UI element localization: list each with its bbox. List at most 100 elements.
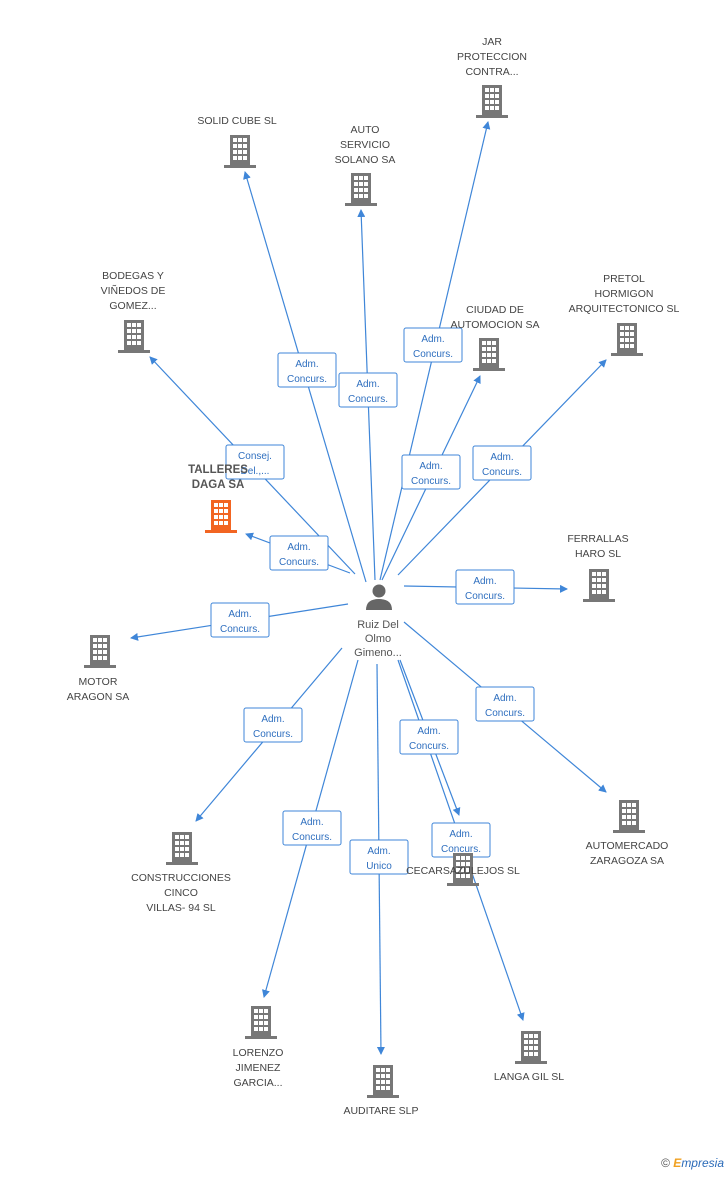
edge-label-box [401, 454, 461, 490]
edge-label-bodegas[interactable]: Consej. Del.,... [225, 444, 285, 480]
company-node-pretol[interactable]: PRETOL HORMIGON ARQUITECTONICO SL [569, 273, 680, 356]
edge-label-text: Adm. [417, 726, 440, 737]
edge-label-text: Concurs. [279, 557, 319, 568]
edge-label-text: Adm. [300, 817, 323, 828]
company-name-line: ARAGON SA [67, 691, 129, 703]
company-name-line: AUTO [351, 124, 380, 136]
building-icon [224, 135, 256, 168]
edge-label-jar[interactable]: Adm.Concurs. [403, 327, 463, 363]
edge-label-auditare[interactable]: Adm.Unico [349, 839, 409, 875]
edge-label-text: Concurs. [411, 476, 451, 487]
company-node-solid[interactable]: SOLID CUBE SL [197, 115, 277, 168]
brand-watermark: © Empresia [661, 1156, 724, 1170]
company-node-cecars[interactable]: CECARSAZULEJOS SL [406, 853, 520, 886]
edge-label-box [225, 444, 285, 480]
company-node-langa[interactable]: LANGA GIL SL [494, 1031, 564, 1083]
edge-label-automercado[interactable]: Adm. Concurs. [475, 686, 535, 722]
edge-label-text: Del.,... [241, 466, 270, 477]
building-icon [613, 800, 645, 833]
company-name-line: TALLERES [188, 464, 248, 476]
building-icon [476, 85, 508, 118]
edge-label-box [277, 352, 337, 388]
edge-label-pretol[interactable]: Adm.Concurs. [472, 445, 532, 481]
edge-label-text: Concurs. [292, 832, 332, 843]
edge-label-text: Consej. [238, 451, 272, 462]
company-name-line: AUDITARE SLP [343, 1105, 418, 1117]
brand-logo-e: E [673, 1156, 682, 1170]
person-node[interactable]: Ruiz Del Olmo Gimeno... [354, 584, 402, 660]
company-name-line: MOTOR [79, 676, 118, 688]
edge-label-auto[interactable]: Adm. Concurs. [338, 372, 398, 408]
company-node-ciudad[interactable]: CIUDAD DE AUTOMOCION SA [450, 304, 540, 371]
edge-label-text: Concurs. [413, 349, 453, 360]
company-node-lorenzo[interactable]: LORENZOJIMENEZGARCIA... [233, 1006, 284, 1089]
edge-label-text: Adm. [419, 461, 442, 472]
edge-label-ciudad[interactable]: Adm. Concurs. [401, 454, 461, 490]
edge-label-box [349, 839, 409, 875]
edge-label-text: Concurs. [485, 708, 525, 719]
building-icon [118, 320, 150, 353]
company-name-line: VILLAS- 94 SL [146, 902, 216, 914]
edge-label-construcciones[interactable]: Adm. Concurs. [243, 707, 303, 743]
edge-label-box [472, 445, 532, 481]
building-icon [84, 635, 116, 668]
company-name-line: AUTOMOCION SA [450, 319, 539, 331]
edge-label-box [455, 569, 515, 605]
edge-label-box [403, 327, 463, 363]
edge-label-langa[interactable]: Adm.Concurs. [431, 822, 491, 858]
company-name-line: PROTECCION [457, 51, 527, 63]
person-name-line: Ruiz Del [357, 619, 399, 631]
edge-label-text: Adm. [261, 714, 284, 725]
edge-label-box [269, 535, 329, 571]
edge-label-text: Adm. [356, 379, 379, 390]
company-name-line: ZARAGOZA SA [590, 855, 664, 867]
company-name-line: GOMEZ... [109, 300, 156, 312]
edge-label-ferrallas[interactable]: Adm.Concurs. [455, 569, 515, 605]
company-name-line: SERVICIO [340, 139, 390, 151]
company-node-auditare[interactable]: AUDITARE SLP [343, 1065, 419, 1117]
edge-label-text: Concurs. [253, 729, 293, 740]
edge-label-text: Adm. [295, 359, 318, 370]
edge-label-lorenzo[interactable]: Adm. Concurs. [282, 810, 342, 846]
edge-label-text: Adm. [228, 609, 251, 620]
company-name-line: CONTRA... [465, 66, 518, 78]
company-name-line: CONSTRUCCIONES [131, 872, 231, 884]
edge-label-text: Adm. [287, 542, 310, 553]
edge-label-text: Concurs. [287, 374, 327, 385]
edge-label-box [475, 686, 535, 722]
edge-label-text: Concurs. [409, 741, 449, 752]
edge-label-text: Concurs. [441, 844, 481, 855]
copyright-symbol: © [661, 1156, 670, 1170]
edge-label-text: Adm. [490, 452, 513, 463]
company-name-line: HORMIGON [595, 288, 654, 300]
building-icon [583, 569, 615, 602]
company-name-line: PRETOL [603, 273, 645, 285]
company-name-line: LORENZO [233, 1047, 284, 1059]
building-icon [611, 323, 643, 356]
edge-label-box [338, 372, 398, 408]
edge-label-motor[interactable]: Adm.Concurs. [210, 602, 270, 638]
edge-label-text: Adm. [493, 693, 516, 704]
company-name-line: ARQUITECTONICO SL [569, 303, 680, 315]
edge-label-text: Concurs. [348, 394, 388, 405]
company-name-line: SOLID CUBE SL [197, 115, 277, 127]
building-icon [345, 173, 377, 206]
edge-label-cecars[interactable]: Adm. Concurs. [399, 719, 459, 755]
company-name-line: JIMENEZ [236, 1062, 282, 1074]
company-name-line: HARO SL [575, 548, 621, 560]
company-name-line: CIUDAD DE [466, 304, 524, 316]
edge-label-text: Adm. [367, 846, 390, 857]
company-node-motor[interactable]: MOTOR ARAGON SA [67, 635, 129, 703]
edge-label-talleres[interactable]: Adm. Concurs. [269, 535, 329, 571]
brand-logo-text: mpresia [681, 1156, 724, 1170]
company-node-jar[interactable]: JARPROTECCIONCONTRA... [457, 36, 527, 118]
edge-label-text: Concurs. [465, 591, 505, 602]
building-icon [245, 1006, 277, 1039]
edge-label-solid[interactable]: Adm. Concurs. [277, 352, 337, 388]
